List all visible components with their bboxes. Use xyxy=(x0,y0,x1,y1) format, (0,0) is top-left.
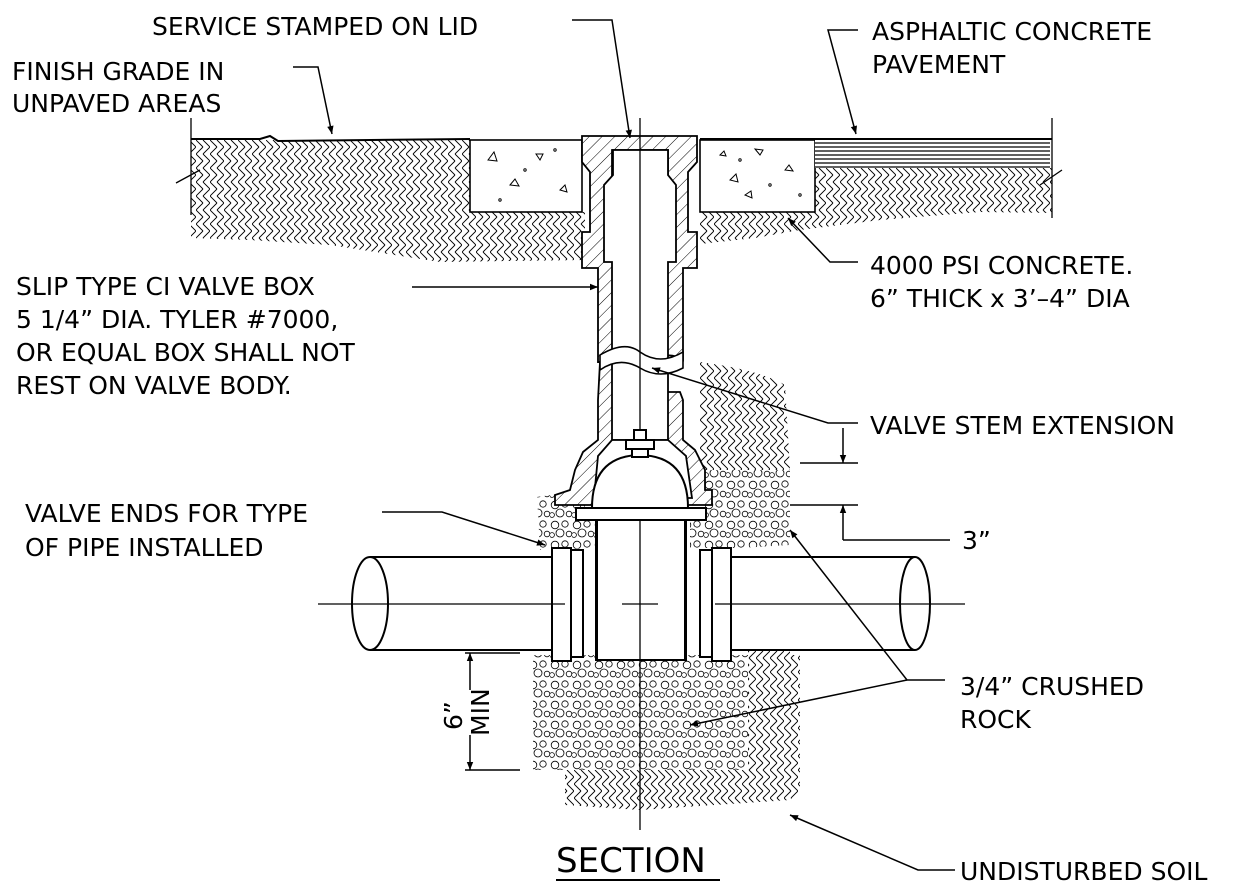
soil-column xyxy=(700,362,790,470)
valve-body xyxy=(596,519,686,661)
label-pavement: ASPHALTIC CONCRETE PAVEMENT xyxy=(872,17,1160,79)
svg-text:6”: 6” xyxy=(439,701,468,730)
label-finish-grade: FINISH GRADE IN UNPAVED AREAS xyxy=(12,57,232,118)
break-right xyxy=(1039,118,1063,218)
break-left xyxy=(175,118,201,215)
asphalt-pavement xyxy=(815,140,1052,168)
grade-line xyxy=(191,134,1052,143)
label-valve-box: SLIP TYPE CI VALVE BOX 5 1/4” DIA. TYLER… xyxy=(16,272,363,400)
soil-column-lower-right xyxy=(748,640,790,770)
label-six-min: 6” MIN xyxy=(439,688,495,736)
concrete-aggregate xyxy=(487,148,802,202)
concrete-pad-left xyxy=(469,139,583,213)
concrete-pad-right xyxy=(699,139,816,213)
section-title: SECTION xyxy=(556,841,706,881)
label-stem-extension: VALVE STEM EXTENSION xyxy=(870,411,1175,440)
label-valve-ends: VALVE ENDS FOR TYPE OF PIPE INSTALLED xyxy=(25,499,316,562)
label-concrete: 4000 PSI CONCRETE. 6” THICK x 3’–4” DIA xyxy=(870,251,1141,313)
label-crushed-rock: 3/4” CRUSHED ROCK xyxy=(960,672,1152,734)
soil-right xyxy=(700,168,1052,244)
box-break xyxy=(599,345,684,375)
soil-column-lower xyxy=(565,655,800,810)
svg-text:MIN: MIN xyxy=(466,688,495,736)
soil-left xyxy=(191,140,585,262)
label-service-lid: SERVICE STAMPED ON LID xyxy=(152,12,478,41)
leaders xyxy=(293,19,955,871)
label-undisturbed-soil: UNDISTURBED SOIL xyxy=(960,857,1207,886)
label-three-inch: 3” xyxy=(962,526,991,555)
